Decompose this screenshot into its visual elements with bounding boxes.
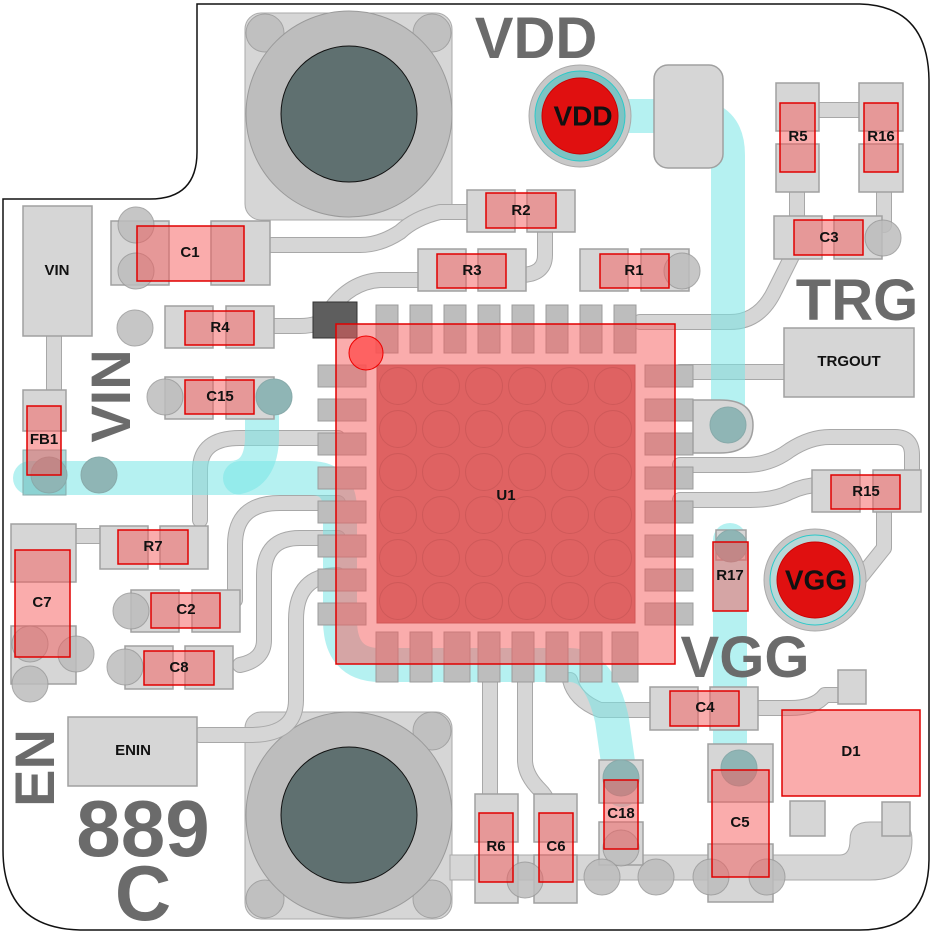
d1-body[interactable] — [781, 709, 921, 797]
label-u1: U1 — [496, 487, 515, 504]
component-labels: U1 C1 R2 R3 R1 R4 C15 FB1 R7 C7 C2 C8 R5… — [30, 128, 895, 855]
label-vin-connector: VIN — [44, 262, 69, 279]
r3-body[interactable] — [436, 253, 507, 289]
silk-code-number: 889 — [76, 784, 209, 873]
label-r16: R16 — [867, 128, 895, 145]
trgout-connector[interactable] — [783, 327, 915, 398]
label-c18: C18 — [607, 805, 635, 822]
label-fb1: FB1 — [30, 431, 58, 448]
c6-body[interactable] — [538, 812, 574, 883]
c18-body[interactable] — [603, 779, 639, 850]
label-c7: C7 — [32, 594, 51, 611]
label-r3: R3 — [462, 262, 481, 279]
label-r7: R7 — [143, 538, 162, 555]
c15-body[interactable] — [184, 379, 255, 415]
component-bodies — [14, 102, 921, 883]
c5-body[interactable] — [711, 769, 770, 878]
silk-vdd: VDD — [475, 6, 597, 71]
fb1-body[interactable] — [26, 405, 62, 476]
label-r5: R5 — [788, 128, 807, 145]
r15-body[interactable] — [830, 474, 901, 510]
r2-body[interactable] — [485, 192, 557, 229]
test-point-vgg[interactable]: VGG — [763, 528, 867, 632]
c8-body[interactable] — [143, 650, 215, 686]
silkscreen: VDD TRG VGG VIN EN 889 C — [3, 6, 918, 935]
mounting-hole-top — [244, 10, 453, 221]
c3-body[interactable] — [793, 219, 864, 256]
test-point-vgg-label: VGG — [785, 564, 847, 595]
test-point-vdd[interactable]: VDD — [528, 64, 632, 168]
r7-body[interactable] — [117, 529, 189, 565]
label-r15: R15 — [852, 483, 880, 500]
label-c15: C15 — [206, 388, 234, 405]
label-r6: R6 — [486, 838, 505, 855]
vin-connector[interactable] — [22, 205, 93, 337]
r16-body[interactable] — [863, 102, 899, 173]
label-r1: R1 — [624, 262, 643, 279]
u1-body[interactable] — [335, 323, 676, 665]
label-enin-connector: ENIN — [115, 742, 151, 759]
mounting-hole-bottom — [244, 711, 453, 920]
label-r2: R2 — [511, 202, 530, 219]
label-c5: C5 — [730, 814, 749, 831]
silk-code-letter: C — [115, 849, 171, 935]
c7-body[interactable] — [14, 549, 71, 658]
label-c2: C2 — [176, 601, 195, 618]
enin-connector[interactable] — [67, 716, 198, 787]
silk-vin: VIN — [79, 349, 142, 442]
silk-en: EN — [3, 729, 66, 807]
silk-vgg: VGG — [681, 625, 810, 690]
pin1-marker — [348, 335, 384, 371]
r6-body[interactable] — [478, 812, 514, 883]
label-d1: D1 — [841, 743, 860, 760]
label-c1: C1 — [180, 244, 199, 261]
test-point-vdd-label: VDD — [553, 100, 612, 131]
r5-body[interactable] — [779, 102, 816, 173]
r17-body[interactable] — [712, 541, 749, 612]
label-r4: R4 — [210, 319, 230, 336]
label-r17: R17 — [716, 567, 744, 584]
label-trgout-connector: TRGOUT — [817, 353, 880, 370]
c2-body[interactable] — [150, 592, 221, 629]
silk-trg: TRG — [796, 268, 918, 333]
label-c4: C4 — [695, 699, 715, 716]
r1-body[interactable] — [599, 253, 670, 289]
c4-body[interactable] — [669, 690, 740, 727]
c1-body[interactable] — [136, 225, 245, 282]
r4-body[interactable] — [184, 310, 255, 346]
label-c8: C8 — [169, 659, 188, 676]
label-c6: C6 — [546, 838, 565, 855]
label-c3: C3 — [819, 229, 838, 246]
